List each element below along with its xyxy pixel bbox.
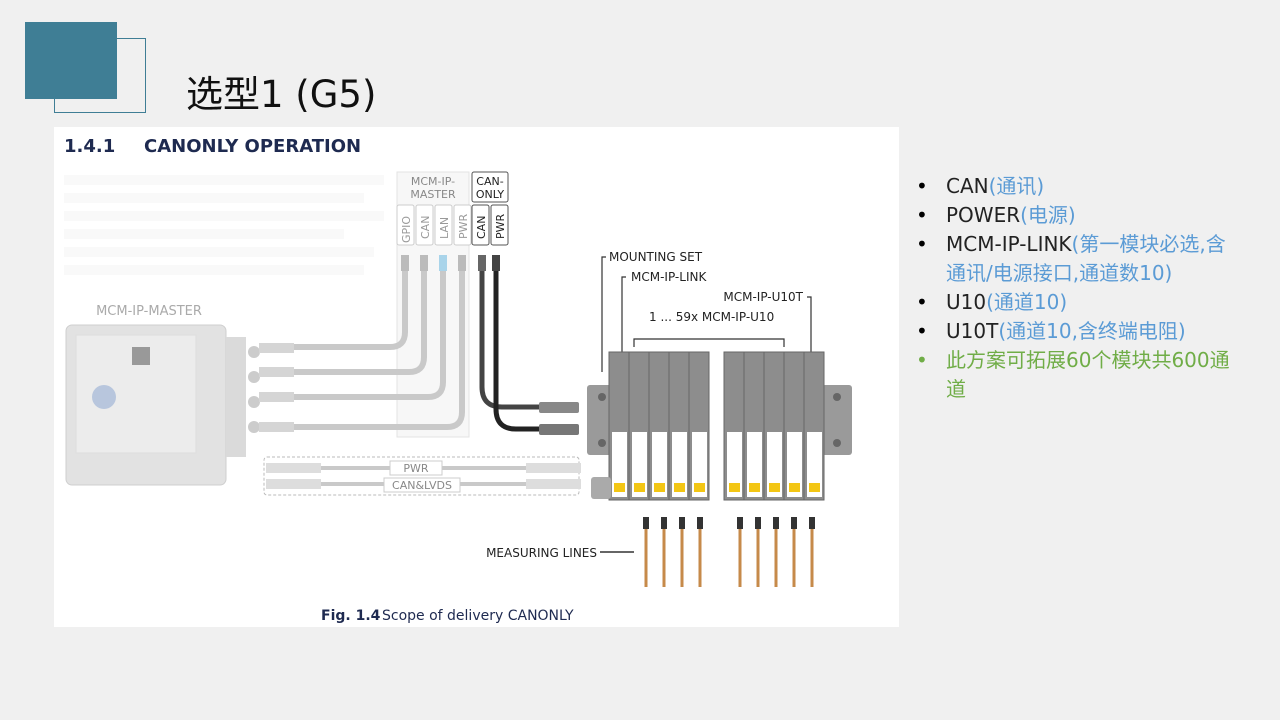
- bullet-dot: •: [916, 290, 928, 314]
- pwr-label: PWR: [457, 213, 470, 239]
- bullet-note: (通讯): [988, 174, 1045, 198]
- mounting-set-label: MOUNTING SET: [609, 250, 703, 264]
- bullet-list: • CAN(通讯) • POWER(电源) • MCM-IP-LINK(第一模块…: [912, 172, 1242, 404]
- canonly-cables: [478, 255, 579, 435]
- bullet-expansion-note: • 此方案可拓展60个模块共600通道: [912, 346, 1242, 404]
- bullet-term: MCM-IP-LINK: [946, 232, 1072, 256]
- pwr-bus-label: PWR: [403, 462, 429, 475]
- bullet-dot: •: [916, 203, 928, 227]
- bullet-dot: •: [916, 232, 928, 256]
- bullet-term: POWER: [946, 203, 1021, 227]
- range-label: 1 ... 59x MCM-IP-U10: [649, 310, 774, 324]
- caption-number: Fig. 1.4: [321, 608, 381, 624]
- bullet-u10: • U10(通道10): [912, 288, 1242, 317]
- faded-text-block: [64, 175, 384, 275]
- bullet-u10t: • U10T(通道10,含终端电阻): [912, 317, 1242, 346]
- lan-label: LAN: [438, 217, 451, 239]
- decorative-outline: [54, 38, 146, 113]
- master-cables: [291, 255, 466, 430]
- bullet-dot: •: [916, 348, 928, 372]
- mcm-ip-u10t-label: MCM-IP-U10T: [723, 290, 803, 304]
- measuring-line-plugs: [643, 517, 815, 529]
- mcm-ip-master-label: MCM-IP-MASTER: [96, 304, 202, 319]
- measuring-lines: [644, 525, 814, 587]
- mcm-ip-master-device: MCM-IP-MASTER: [65, 304, 294, 486]
- measuring-lines-label: MEASURING LINES: [486, 546, 597, 560]
- bus-cables: PWR CAN&LVDS: [263, 456, 581, 496]
- bullet-note: (通道10,含终端电阻): [998, 319, 1186, 343]
- figure-heading-text: CANONLY OPERATION: [144, 136, 361, 157]
- figure-heading-number: 1.4.1: [64, 136, 115, 157]
- can2-label: CAN: [475, 216, 488, 239]
- bullet-term: U10T: [946, 319, 999, 343]
- connector-labels-canonly: CAN- ONLY CAN PWR: [471, 171, 509, 246]
- connector-labels-master: MCM-IP- MASTER GPIO CAN LAN PWR: [396, 171, 472, 438]
- mounting-labels: [601, 256, 812, 372]
- module-rack: [587, 351, 852, 501]
- pwr2-label: PWR: [494, 213, 507, 239]
- delivery-diagram-figure: 1.4.1 CANONLY OPERATION MCM-IP- MASTER G…: [54, 127, 899, 627]
- master-column-label-2: MASTER: [410, 188, 456, 201]
- master-column-label-1: MCM-IP-: [411, 175, 455, 188]
- bullet-dot: •: [916, 174, 928, 198]
- bullet-dot: •: [916, 319, 928, 343]
- bullet-can: • CAN(通讯): [912, 172, 1242, 201]
- bullet-term: U10: [946, 290, 987, 314]
- bullet-term: CAN: [946, 174, 989, 198]
- bullet-power: • POWER(电源): [912, 201, 1242, 230]
- gpio-label: GPIO: [400, 216, 413, 243]
- canonly-column-label-1: CAN-: [476, 175, 503, 188]
- can-label: CAN: [419, 216, 432, 239]
- bullet-note: (通道10): [986, 290, 1068, 314]
- diagram-svg: 1.4.1 CANONLY OPERATION MCM-IP- MASTER G…: [64, 136, 852, 624]
- decorative-square: [25, 22, 117, 99]
- bullet-note: (第一模块必选,含通讯/电源接口,通道数10): [946, 232, 1226, 285]
- caption-text: Scope of delivery CANONLY: [382, 608, 574, 624]
- bullet-mcm-ip-link: • MCM-IP-LINK(第一模块必选,含通讯/电源接口,通道数10): [912, 230, 1242, 288]
- bullet-note: (电源): [1020, 203, 1076, 227]
- canonly-column-label-2: ONLY: [476, 188, 505, 201]
- bullet-term: 此方案可拓展60个模块共600通道: [946, 348, 1230, 401]
- slide-title: 选型1 (G5): [186, 73, 377, 116]
- mcm-ip-link-label: MCM-IP-LINK: [631, 270, 707, 284]
- can-lvds-bus-label: CAN&LVDS: [392, 479, 452, 492]
